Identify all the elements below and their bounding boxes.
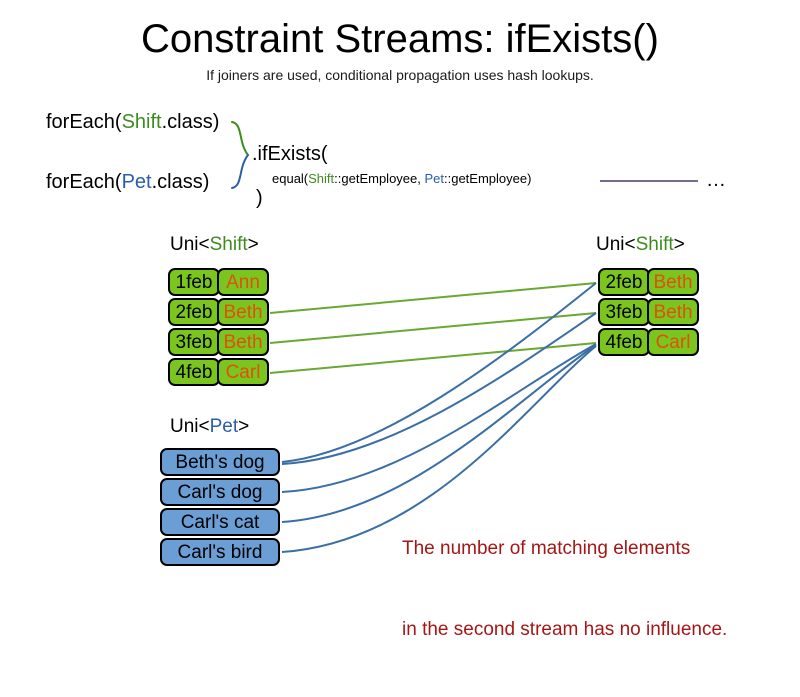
link-shift-3feb-icon [269, 312, 597, 344]
link-pet-carlsdog-to-4feb-icon [281, 343, 597, 493]
page-title: Constraint Streams: ifExists() [141, 17, 659, 61]
code-equal-pet-class: Pet [424, 171, 444, 186]
shift-date-cell: 2feb [168, 298, 220, 326]
link-shift-2feb-icon [269, 282, 597, 314]
link-shift-4feb-icon [269, 342, 597, 374]
label-right-uni-shift-type: Shift [635, 234, 674, 255]
shift-row[interactable]: 2feb Beth [168, 298, 269, 326]
shift-employee-cell: Beth [217, 298, 269, 326]
code-close-paren: ) [256, 187, 263, 209]
pet-row[interactable]: Beth's dog [160, 448, 280, 476]
pet-row[interactable]: Carl's bird [160, 538, 280, 566]
shift-employee-cell: Ann [217, 268, 269, 296]
shift-date-cell: 3feb [598, 298, 650, 326]
pet-row[interactable]: Carl's cat [160, 508, 280, 536]
shift-row[interactable]: 1feb Ann [168, 268, 269, 296]
shift-employee-cell: Beth [217, 328, 269, 356]
code-foreach-shift-class: Shift [121, 111, 162, 133]
label-left-uni-shift-prefix: Uni< [170, 234, 210, 255]
code-foreach-pet: forEach(Pet.class) [46, 170, 209, 194]
code-equal-shift-method: ::getEmployee, [334, 171, 425, 186]
label-left-uni-shift-suffix: > [247, 234, 259, 255]
slide-canvas: Constraint Streams: ifExists() If joiner… [46, 17, 727, 640]
shift-row[interactable]: 4feb Carl [168, 358, 269, 386]
page-subtitle: If joiners are used, conditional propaga… [206, 67, 594, 83]
label-uni-pet-type: Pet [209, 416, 239, 437]
pet-stream-list: Beth's dog Carl's dog Carl's cat Carl's … [160, 448, 280, 566]
label-uni-pet: Uni<Pet> [170, 415, 249, 438]
annotation-line-1: The number of matching elements [402, 538, 691, 559]
label-uni-pet-suffix: > [238, 416, 250, 437]
right-shift-stream-list: 2feb Beth 3feb Beth 4feb Carl [598, 268, 699, 356]
label-right-uni-shift-suffix: > [673, 234, 685, 255]
shift-date-cell: 4feb [168, 358, 220, 386]
shift-row[interactable]: 3feb Beth [168, 328, 269, 356]
shift-date-cell: 1feb [168, 268, 220, 296]
link-pet-bethsdog-to-3feb-icon [281, 312, 597, 465]
code-foreach-shift-suffix: .class) [161, 111, 220, 133]
annotation-note: The number of matching elements in the s… [402, 481, 727, 697]
code-ifexists-call: .ifExists( [252, 143, 328, 165]
code-equal-pet-method: ::getEmployee) [444, 171, 532, 186]
label-right-uni-shift: Uni<Shift> [596, 233, 685, 256]
code-foreach-pet-class: Pet [121, 171, 152, 193]
annotation-line-2: in the second stream has no influence. [402, 619, 728, 640]
label-left-uni-shift: Uni<Shift> [170, 233, 259, 256]
label-uni-pet-prefix: Uni< [170, 416, 210, 437]
code-foreach-shift-prefix: forEach( [46, 111, 122, 133]
shift-date-cell: 2feb [598, 268, 650, 296]
shift-employee-cell: Beth [647, 268, 699, 296]
label-left-uni-shift-type: Shift [209, 234, 248, 255]
shift-employee-cell: Beth [647, 298, 699, 326]
shift-date-cell: 4feb [598, 328, 650, 356]
brace-upper-shift-icon [231, 121, 249, 156]
shift-row[interactable]: 3feb Beth [598, 298, 699, 326]
shift-row[interactable]: 2feb Beth [598, 268, 699, 296]
link-pet-bethsdog-to-2feb-icon [281, 282, 597, 463]
code-equal-shift-class: Shift [308, 171, 335, 186]
code-foreach-shift: forEach(Shift.class) [46, 110, 219, 134]
pet-row[interactable]: Carl's dog [160, 478, 280, 506]
left-shift-stream-list: 1feb Ann 2feb Beth 3feb Beth 4feb Carl [168, 268, 269, 386]
tail-connector-line [600, 180, 698, 182]
shift-date-cell: 3feb [168, 328, 220, 356]
code-foreach-pet-prefix: forEach( [46, 171, 122, 193]
brace-lower-pet-icon [231, 154, 249, 189]
code-equal-prefix: equal( [272, 171, 309, 186]
shift-employee-cell: Carl [217, 358, 269, 386]
code-equal-joiner: equal(Shift::getEmployee, Pet::getEmploy… [272, 170, 531, 187]
code-foreach-pet-suffix: .class) [151, 171, 210, 193]
label-right-uni-shift-prefix: Uni< [596, 234, 636, 255]
tail-ellipsis: … [706, 169, 726, 191]
shift-employee-cell: Carl [647, 328, 699, 356]
shift-row[interactable]: 4feb Carl [598, 328, 699, 356]
